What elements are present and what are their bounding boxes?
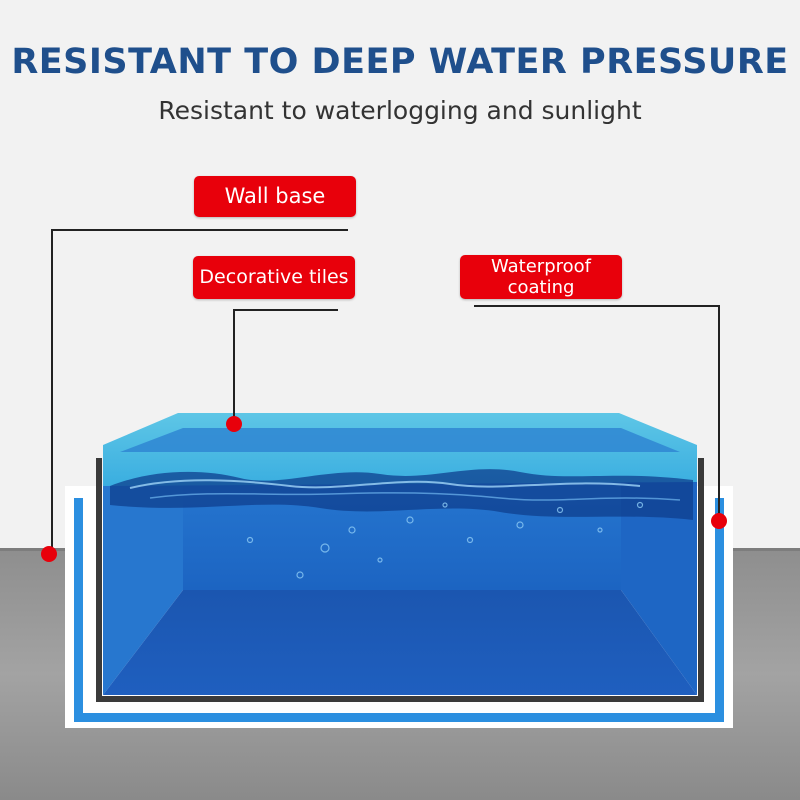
water-surface-highlight bbox=[129, 479, 641, 489]
wall-base-label-text: Wall base bbox=[224, 184, 326, 208]
decorative-tiles-marker-dot bbox=[226, 416, 242, 432]
decorative-tiles-label-text: Decorative tiles bbox=[199, 266, 349, 288]
waterproof-coating-leader-line bbox=[474, 305, 720, 521]
wall-base-leader-line bbox=[51, 229, 348, 554]
waterproof-coating-label-line2: coating bbox=[507, 277, 575, 298]
wall-base-marker-dot bbox=[41, 546, 57, 562]
water-surface-highlight-2 bbox=[149, 492, 681, 501]
page-subtitle: Resistant to waterlogging and sunlight bbox=[158, 96, 642, 125]
wall-base-label: Wall base bbox=[194, 176, 356, 217]
decorative-tiles-label: Decorative tiles bbox=[193, 256, 355, 299]
waterproof-coating-label-line1: Waterproof bbox=[490, 256, 591, 277]
waterproof-coating-marker-dot bbox=[711, 513, 727, 529]
pool-top-opening bbox=[120, 428, 680, 452]
decorative-tiles-leader-line bbox=[233, 309, 338, 424]
waterproof-coating-label: Waterproof coating bbox=[460, 255, 622, 299]
water-bubbles bbox=[246, 501, 644, 579]
page-title: RESISTANT TO DEEP WATER PRESSURE bbox=[11, 42, 789, 82]
water-floor bbox=[103, 590, 697, 695]
